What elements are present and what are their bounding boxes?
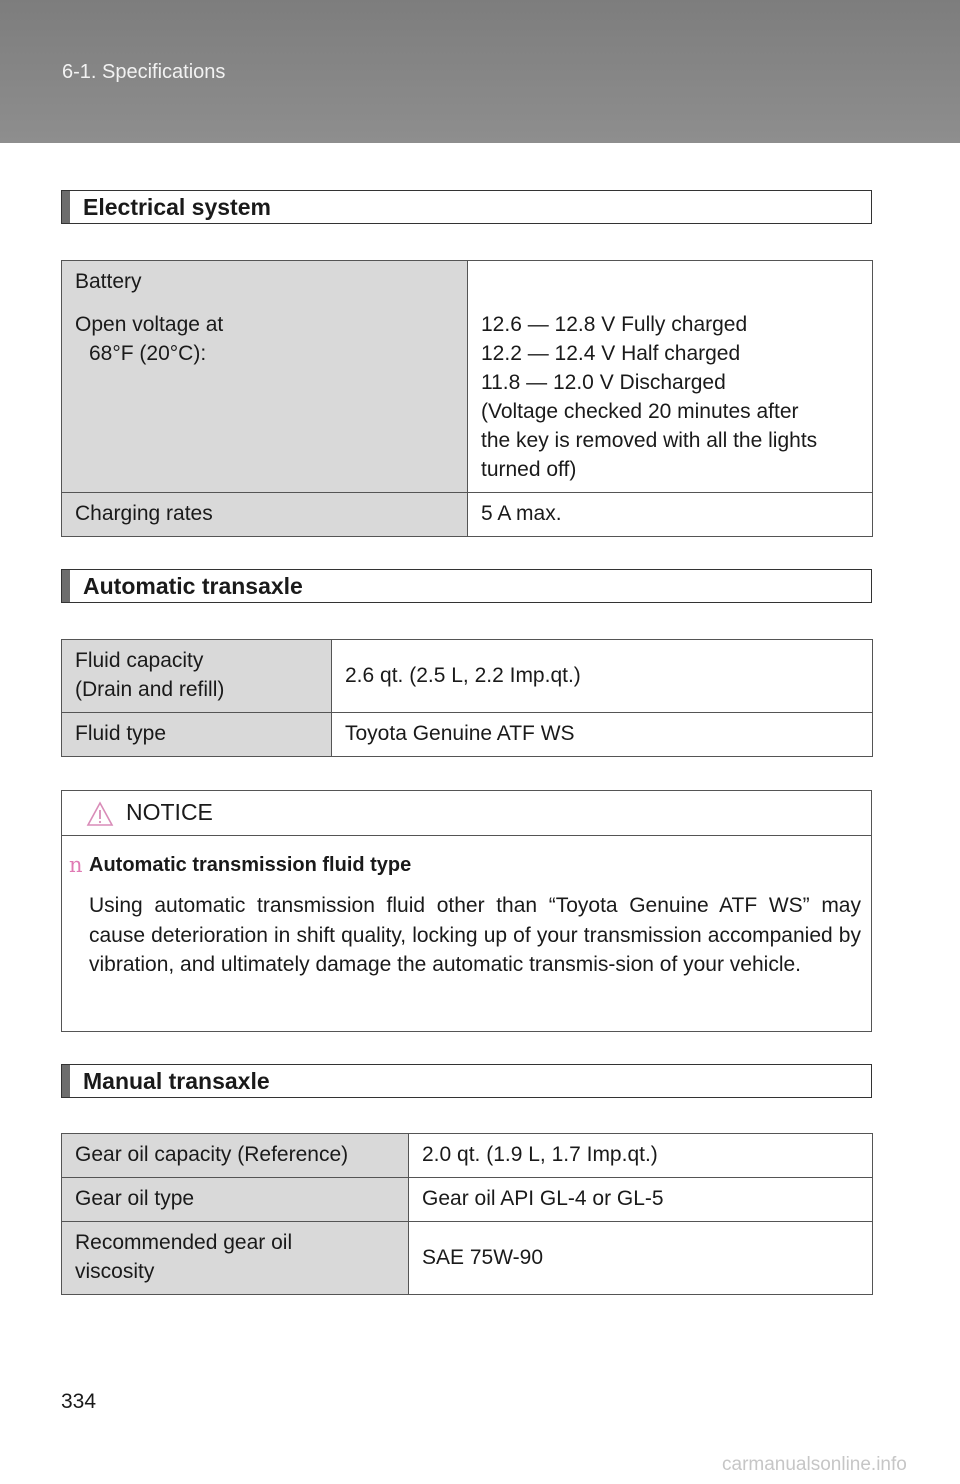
page-header: 6-1. Specifications <box>0 0 960 143</box>
table-row: Recommended gear oil viscosity SAE 75W-9… <box>61 1221 873 1295</box>
charging-rates-label: Charging rates <box>61 492 468 537</box>
fluid-type-label: Fluid type <box>61 712 332 757</box>
charging-rates-value: 5 A max. <box>467 492 873 537</box>
manual-table: Gear oil capacity (Reference) 2.0 qt. (1… <box>61 1133 873 1295</box>
fluid-capacity-value: 2.6 qt. (2.5 L, 2.2 Imp.qt.) <box>331 639 873 713</box>
electrical-table: Battery Open voltage at 68°F (20°C): 12.… <box>61 260 873 537</box>
gear-oil-type-label: Gear oil type <box>61 1177 409 1222</box>
gear-oil-type-value: Gear oil API GL-4 or GL-5 <box>408 1177 873 1222</box>
electrical-title: Electrical system <box>83 194 271 220</box>
notice-title: NOTICE <box>126 799 213 825</box>
voltage-note-line: (Voltage checked 20 minutes after <box>481 400 799 423</box>
table-row: Charging rates 5 A max. <box>61 492 873 537</box>
open-voltage-label: Open voltage at <box>75 313 224 336</box>
temperature-label: 68°F (20°C): <box>89 342 207 365</box>
table-row: Fluid type Toyota Genuine ATF WS <box>61 712 873 757</box>
notice-subtitle: Automatic transmission fluid type <box>89 854 412 876</box>
table-row: Fluid capacity (Drain and refill) 2.6 qt… <box>61 639 873 713</box>
battery-label: Battery <box>75 270 142 293</box>
table-row: Gear oil type Gear oil API GL-4 or GL-5 <box>61 1177 873 1222</box>
table-row: Gear oil capacity (Reference) 2.0 qt. (1… <box>61 1133 873 1178</box>
section-breadcrumb: 6-1. Specifications <box>62 61 226 83</box>
manual-section-heading: Manual transaxle <box>61 1064 872 1098</box>
recommended-viscosity-label: Recommended gear oil <box>75 1231 293 1254</box>
notice-header: NOTICE <box>62 791 871 836</box>
voltage-discharged: 11.8 — 12.0 V Discharged <box>481 371 726 394</box>
fluid-capacity-label: Fluid capacity <box>75 649 204 672</box>
manual-title: Manual transaxle <box>83 1068 270 1094</box>
drain-refill-label: (Drain and refill) <box>75 678 225 701</box>
notice-body: Using automatic transmission fluid other… <box>89 894 861 976</box>
automatic-title: Automatic transaxle <box>83 573 303 599</box>
voltage-note-line: turned off) <box>481 458 577 481</box>
table-row: Battery Open voltage at 68°F (20°C): 12.… <box>61 260 873 493</box>
automatic-section-heading: Automatic transaxle <box>61 569 872 603</box>
table-cell-value: 12.6 — 12.8 V Fully charged 12.2 — 12.4 … <box>467 260 873 493</box>
gear-oil-capacity-value: 2.0 qt. (1.9 L, 1.7 Imp.qt.) <box>408 1133 873 1178</box>
viscosity-value: SAE 75W-90 <box>408 1221 873 1295</box>
voltage-note-line: the key is removed with all the lights <box>481 429 818 452</box>
automatic-table: Fluid capacity (Drain and refill) 2.6 qt… <box>61 639 873 757</box>
gear-oil-capacity-label: Gear oil capacity (Reference) <box>61 1133 409 1178</box>
heading-bar <box>62 1065 70 1097</box>
notice-box: NOTICE n Automatic transmission fluid ty… <box>61 790 872 1032</box>
warning-triangle-icon <box>86 801 114 826</box>
viscosity-label: viscosity <box>75 1260 155 1283</box>
bullet-icon: n <box>69 853 83 877</box>
voltage-fully-charged: 12.6 — 12.8 V Fully charged <box>481 313 748 336</box>
table-cell-label: Fluid capacity (Drain and refill) <box>61 639 332 713</box>
fluid-type-value: Toyota Genuine ATF WS <box>331 712 873 757</box>
voltage-half-charged: 12.2 — 12.4 V Half charged <box>481 342 741 365</box>
page-number: 334 <box>61 1390 97 1413</box>
electrical-section-heading: Electrical system <box>61 190 872 224</box>
heading-bar <box>62 191 70 223</box>
footer-watermark: carmanualsonline.info <box>722 1454 907 1475</box>
heading-bar <box>62 570 70 602</box>
table-cell-label: Recommended gear oil viscosity <box>61 1221 409 1295</box>
table-cell-label: Battery Open voltage at 68°F (20°C): <box>61 260 468 493</box>
